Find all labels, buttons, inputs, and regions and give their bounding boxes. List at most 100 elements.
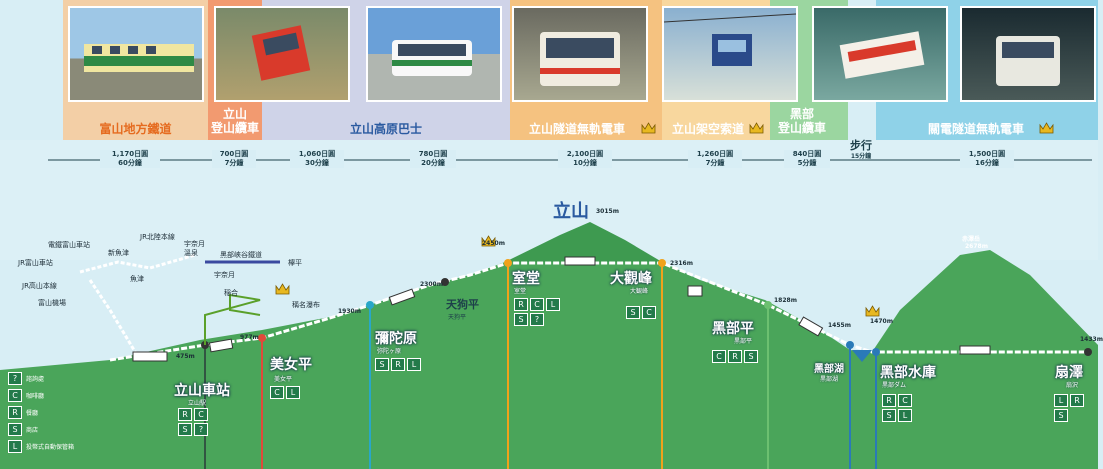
restaurant-icon: R bbox=[391, 358, 405, 371]
train-icon-1 bbox=[132, 351, 168, 362]
elev-1828: 1828m bbox=[774, 297, 797, 304]
cafe-icon: C bbox=[8, 389, 22, 402]
cafe-icon: C bbox=[270, 386, 284, 399]
elev-2300: 2300m bbox=[420, 281, 443, 288]
station-kurobedaira-sub: 黒部平 bbox=[734, 338, 753, 345]
shop-icon: S bbox=[1054, 409, 1068, 422]
dot-tengudaira bbox=[441, 278, 449, 286]
map-shomyo: 稱名瀑布 bbox=[292, 301, 320, 309]
map-jr-takayama: JR高山本線 bbox=[22, 282, 57, 290]
station-tengudaira: 天狗平 bbox=[446, 298, 479, 311]
segment-label-5: 立山隧道無軌電車 bbox=[528, 122, 625, 136]
dot-kurobedam bbox=[872, 348, 880, 356]
crown-icon-2 bbox=[749, 122, 764, 134]
walk-text: 步行 bbox=[850, 139, 872, 152]
map-rail-lines bbox=[79, 253, 196, 274]
map-uozu: 魚津 bbox=[130, 275, 144, 283]
legend-label: 商店 bbox=[26, 427, 39, 434]
station-tateyama-sub: 立山駅 bbox=[188, 400, 207, 407]
crown-icon-4 bbox=[275, 283, 290, 295]
info-icon: ? bbox=[8, 372, 22, 385]
station-midagahara-sub: 弥陀ヶ原 bbox=[377, 348, 402, 355]
restaurant-icon: R bbox=[178, 408, 192, 421]
photo-chiho-train bbox=[68, 6, 204, 102]
station-kurobeko-sub: 黒部湖 bbox=[820, 376, 839, 383]
cable-car-icon-2 bbox=[798, 316, 824, 337]
cable-car-icon-1 bbox=[208, 338, 234, 353]
crown-icon-5 bbox=[481, 235, 496, 247]
station-murodo: 室堂 bbox=[512, 271, 540, 287]
station-midagahara: 彌陀原 bbox=[375, 331, 417, 347]
photo-ropeway bbox=[662, 6, 798, 102]
leg-price: 1,500日圓 bbox=[968, 150, 1006, 158]
photo-trolleybus bbox=[512, 6, 648, 102]
mountain-terrain bbox=[0, 225, 1098, 469]
map-toyama-airport: 富山機場 bbox=[38, 299, 66, 307]
dot-kurobedaira bbox=[764, 301, 772, 309]
elev-977: 977m bbox=[240, 334, 259, 341]
dot-bijodaira bbox=[258, 334, 266, 342]
elev-2450: 2450m bbox=[482, 240, 505, 247]
legend-row: S 商店 bbox=[8, 423, 74, 436]
station-kurobedam: 黑部水庫 bbox=[880, 365, 936, 381]
locker-icon: L bbox=[898, 409, 912, 422]
leg-price: 780日圓 bbox=[418, 150, 448, 158]
facilities-midagahara: S R L bbox=[375, 358, 421, 371]
map-keyakidaira: 欅平 bbox=[288, 259, 302, 267]
station-kurobedam-sub: 黒部ダム bbox=[882, 382, 907, 389]
locker-icon: L bbox=[8, 440, 22, 453]
elev-2316: 2316m bbox=[670, 260, 693, 267]
leg-time: 10分鐘 bbox=[573, 159, 597, 167]
map-inekai: 稲合 bbox=[224, 289, 238, 297]
facilities-kurobedaira: C R S bbox=[712, 350, 758, 363]
locker-icon: L bbox=[546, 298, 560, 311]
map-shinuozu: 新魚津 bbox=[108, 249, 129, 257]
dot-ogizawa bbox=[1084, 348, 1092, 356]
dot-kurobeko bbox=[846, 341, 854, 349]
facilities-kurobedam: R C S L bbox=[882, 394, 914, 422]
mountain-name: 立山 bbox=[553, 201, 589, 222]
facilities-murodo: R C L S ? bbox=[514, 298, 560, 326]
legend-label: 餐廳 bbox=[26, 410, 39, 417]
leg-price: 840日圓 bbox=[792, 150, 822, 158]
station-kurobeko: 黑部湖 bbox=[814, 364, 844, 375]
elev-1930: 1930m bbox=[338, 308, 361, 315]
trolley-icon-2 bbox=[959, 345, 991, 355]
segment-label-1: 富山地方鐵道 bbox=[99, 122, 172, 136]
crown-icon-3 bbox=[1039, 122, 1054, 134]
station-daikanbo: 大觀峰 bbox=[610, 271, 652, 287]
ropeway-icon-1 bbox=[687, 285, 703, 297]
map-unazuki: 宇奈月 溫泉 bbox=[184, 240, 205, 257]
station-murodo-sub: 室堂 bbox=[514, 288, 527, 295]
bus-icon-1 bbox=[388, 288, 416, 306]
mountain-elev: 3015m bbox=[596, 208, 619, 215]
info-icon: ? bbox=[530, 313, 544, 326]
locker-icon: L bbox=[286, 386, 300, 399]
cafe-icon: C bbox=[898, 394, 912, 407]
restaurant-icon: R bbox=[514, 298, 528, 311]
station-bijodaira: 美女平 bbox=[270, 357, 312, 373]
shop-icon: S bbox=[8, 423, 22, 436]
restaurant-icon: R bbox=[728, 350, 742, 363]
shop-icon: S bbox=[626, 306, 640, 319]
segment-label-3: 立山高原巴士 bbox=[349, 122, 422, 136]
photo-cable-car bbox=[214, 6, 350, 102]
facilities-daikanbo: S C bbox=[626, 306, 656, 319]
leg-time: 7分鐘 bbox=[705, 159, 725, 167]
facilities-bijodaira: C L bbox=[270, 386, 300, 399]
kurobe-lake bbox=[852, 350, 872, 362]
station-bijodaira-sub: 美女平 bbox=[274, 376, 293, 383]
facilities-tateyama: R C S ? bbox=[178, 408, 208, 436]
walk-time: 15分鐘 bbox=[850, 153, 872, 160]
leg-price: 1,170日圓 bbox=[111, 150, 149, 158]
cafe-icon: C bbox=[642, 306, 656, 319]
map-green-loop bbox=[204, 293, 261, 345]
station-kurobedaira: 黑部平 bbox=[712, 321, 754, 337]
